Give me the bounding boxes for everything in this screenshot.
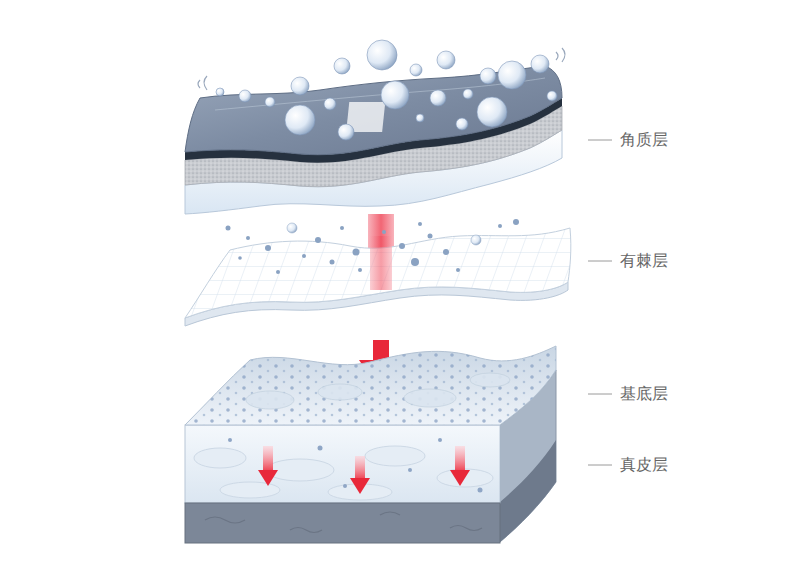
layer-label: 真皮层 bbox=[618, 455, 670, 474]
layer-label: 基底层 bbox=[618, 384, 670, 403]
stratum-spinosum bbox=[185, 219, 571, 326]
leader-lines bbox=[588, 140, 612, 465]
layer-label: 有棘层 bbox=[618, 251, 670, 270]
basal-dermis-block bbox=[185, 346, 556, 543]
stratum-corneum bbox=[185, 40, 565, 214]
layer-label: 角质层 bbox=[618, 130, 670, 149]
